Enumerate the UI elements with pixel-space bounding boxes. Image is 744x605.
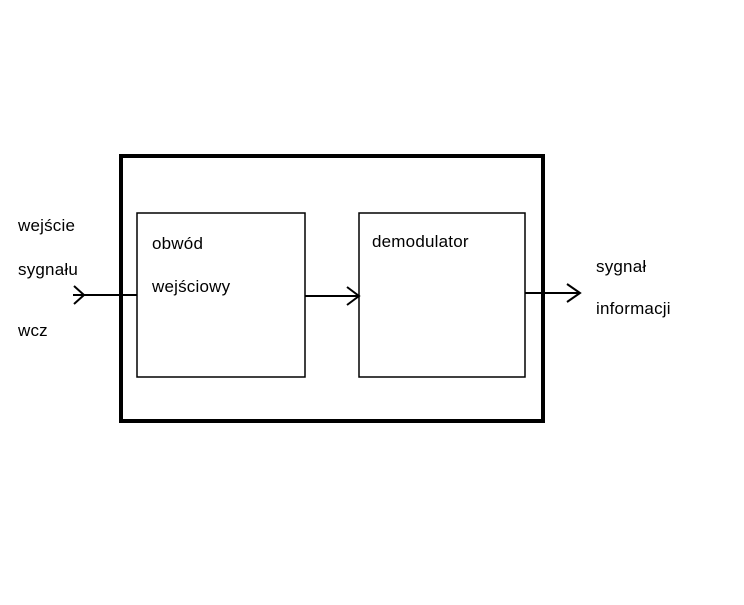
input-block-label-line1: obwód bbox=[152, 234, 204, 253]
demodulator-label: demodulator bbox=[372, 232, 469, 251]
receiver-outer-frame bbox=[119, 154, 545, 423]
connector-arrow bbox=[305, 286, 361, 306]
input-label-line2: sygnału bbox=[18, 260, 78, 279]
input-label-line3: wcz bbox=[18, 321, 48, 340]
input-block-label-line2: wejściowy bbox=[152, 277, 231, 296]
input-arrow bbox=[73, 285, 137, 305]
input-label-line1: wejście bbox=[18, 216, 76, 235]
output-label-line2: informacji bbox=[596, 299, 671, 318]
output-label-line1: sygnał bbox=[596, 257, 647, 276]
output-arrow bbox=[525, 283, 582, 303]
